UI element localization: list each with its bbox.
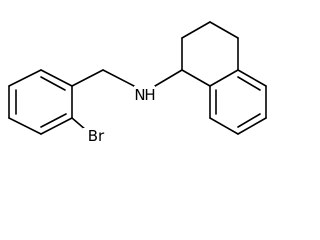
saturated-ring <box>181 21 239 87</box>
nitrogen-label: N <box>134 86 145 104</box>
ring-bond <box>181 21 211 39</box>
molecule-structure: N H Br <box>8 21 267 146</box>
hydrogen-label: H <box>144 86 155 104</box>
ring-bond <box>181 69 211 87</box>
bromophenyl-ring <box>8 69 73 135</box>
ch2-nitrogen-bond <box>102 69 135 87</box>
nitrogen-c1-bond <box>154 69 183 87</box>
ring-bond <box>209 21 239 39</box>
ring-bond <box>237 117 267 135</box>
amine-nh-label: N H <box>134 86 156 106</box>
benzyl-bond <box>71 69 104 87</box>
ring-bond <box>209 69 239 87</box>
ring-double-bond <box>40 76 66 91</box>
ring-bond <box>237 69 267 87</box>
ring-double-bond <box>237 113 261 128</box>
ring-bond <box>40 69 73 87</box>
ring-double-bond <box>237 76 261 91</box>
ring-bond <box>40 117 73 135</box>
bromine-label: Br <box>88 127 105 145</box>
ring-double-bond <box>40 113 67 128</box>
ring-bond <box>8 69 42 87</box>
ring-bond <box>8 117 42 135</box>
ring-bond <box>209 117 239 135</box>
bromine-label-group: Br <box>83 127 107 146</box>
aromatic-ring <box>209 69 267 135</box>
